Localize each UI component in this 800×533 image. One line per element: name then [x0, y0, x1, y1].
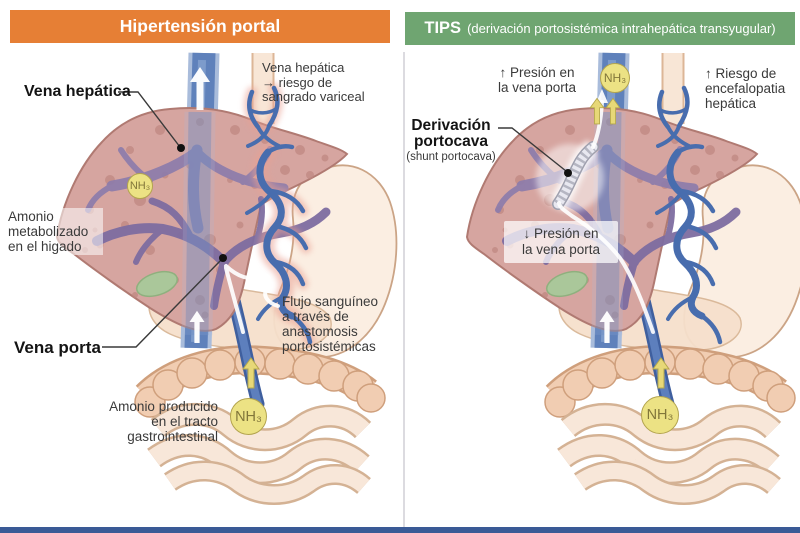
presion-up-label: ↑ Presión en la vena porta	[497, 65, 577, 96]
nh3-badge-gi-left: NH₃	[230, 398, 267, 435]
presion-down-label: ↓ Presión en la vena porta	[504, 221, 618, 263]
nh3-badge-gi-right: NH₃	[641, 396, 679, 434]
shunted-flow-highlight	[224, 264, 280, 334]
right-panel-anatomy	[467, 53, 800, 495]
left-panel-anatomy	[57, 53, 396, 495]
vena-porta-label: Vena porta	[14, 338, 101, 357]
variceal-risk-label: Vena hepática → riesgo de sangrado varic…	[262, 60, 365, 105]
tips-subtitle: (derivación portosistémica intrahepática…	[467, 21, 776, 36]
amonio-liver-label: Amonio metabolizado en el higado	[5, 208, 103, 256]
amonio-gi-label: Amonio producido en el tracto gastrointe…	[109, 399, 218, 445]
bottom-bar	[0, 527, 800, 533]
vena-hepatica-pointer	[118, 91, 181, 148]
nh3-badge-liver: NH₃	[127, 173, 153, 199]
derivacion-label: Derivación portocava	[411, 117, 491, 151]
flow-arrowhead	[596, 89, 608, 103]
right-panel-header: TIPS (derivación portosistémica intrahep…	[405, 12, 795, 45]
derivacion-sub-label: (shunt portocava)	[406, 151, 496, 163]
label-pointers	[102, 91, 572, 348]
vena-porta-pointer	[102, 258, 223, 348]
vena-hepatica-label: Vena hepática	[24, 83, 131, 100]
tips-shunt	[536, 139, 604, 212]
riesgo-encefalopatia-label: ↑ Riesgo de encefalopatia hepática	[705, 66, 786, 112]
nh3-badge-top-right: NH₃	[600, 63, 630, 93]
left-panel-header: Hipertensión portal	[10, 10, 390, 43]
tips-title: TIPS	[424, 19, 462, 37]
flujo-anastomosis-label: Flujo sanguíneo a través de anastomosis …	[282, 294, 379, 355]
derivacion-pointer	[498, 127, 567, 172]
